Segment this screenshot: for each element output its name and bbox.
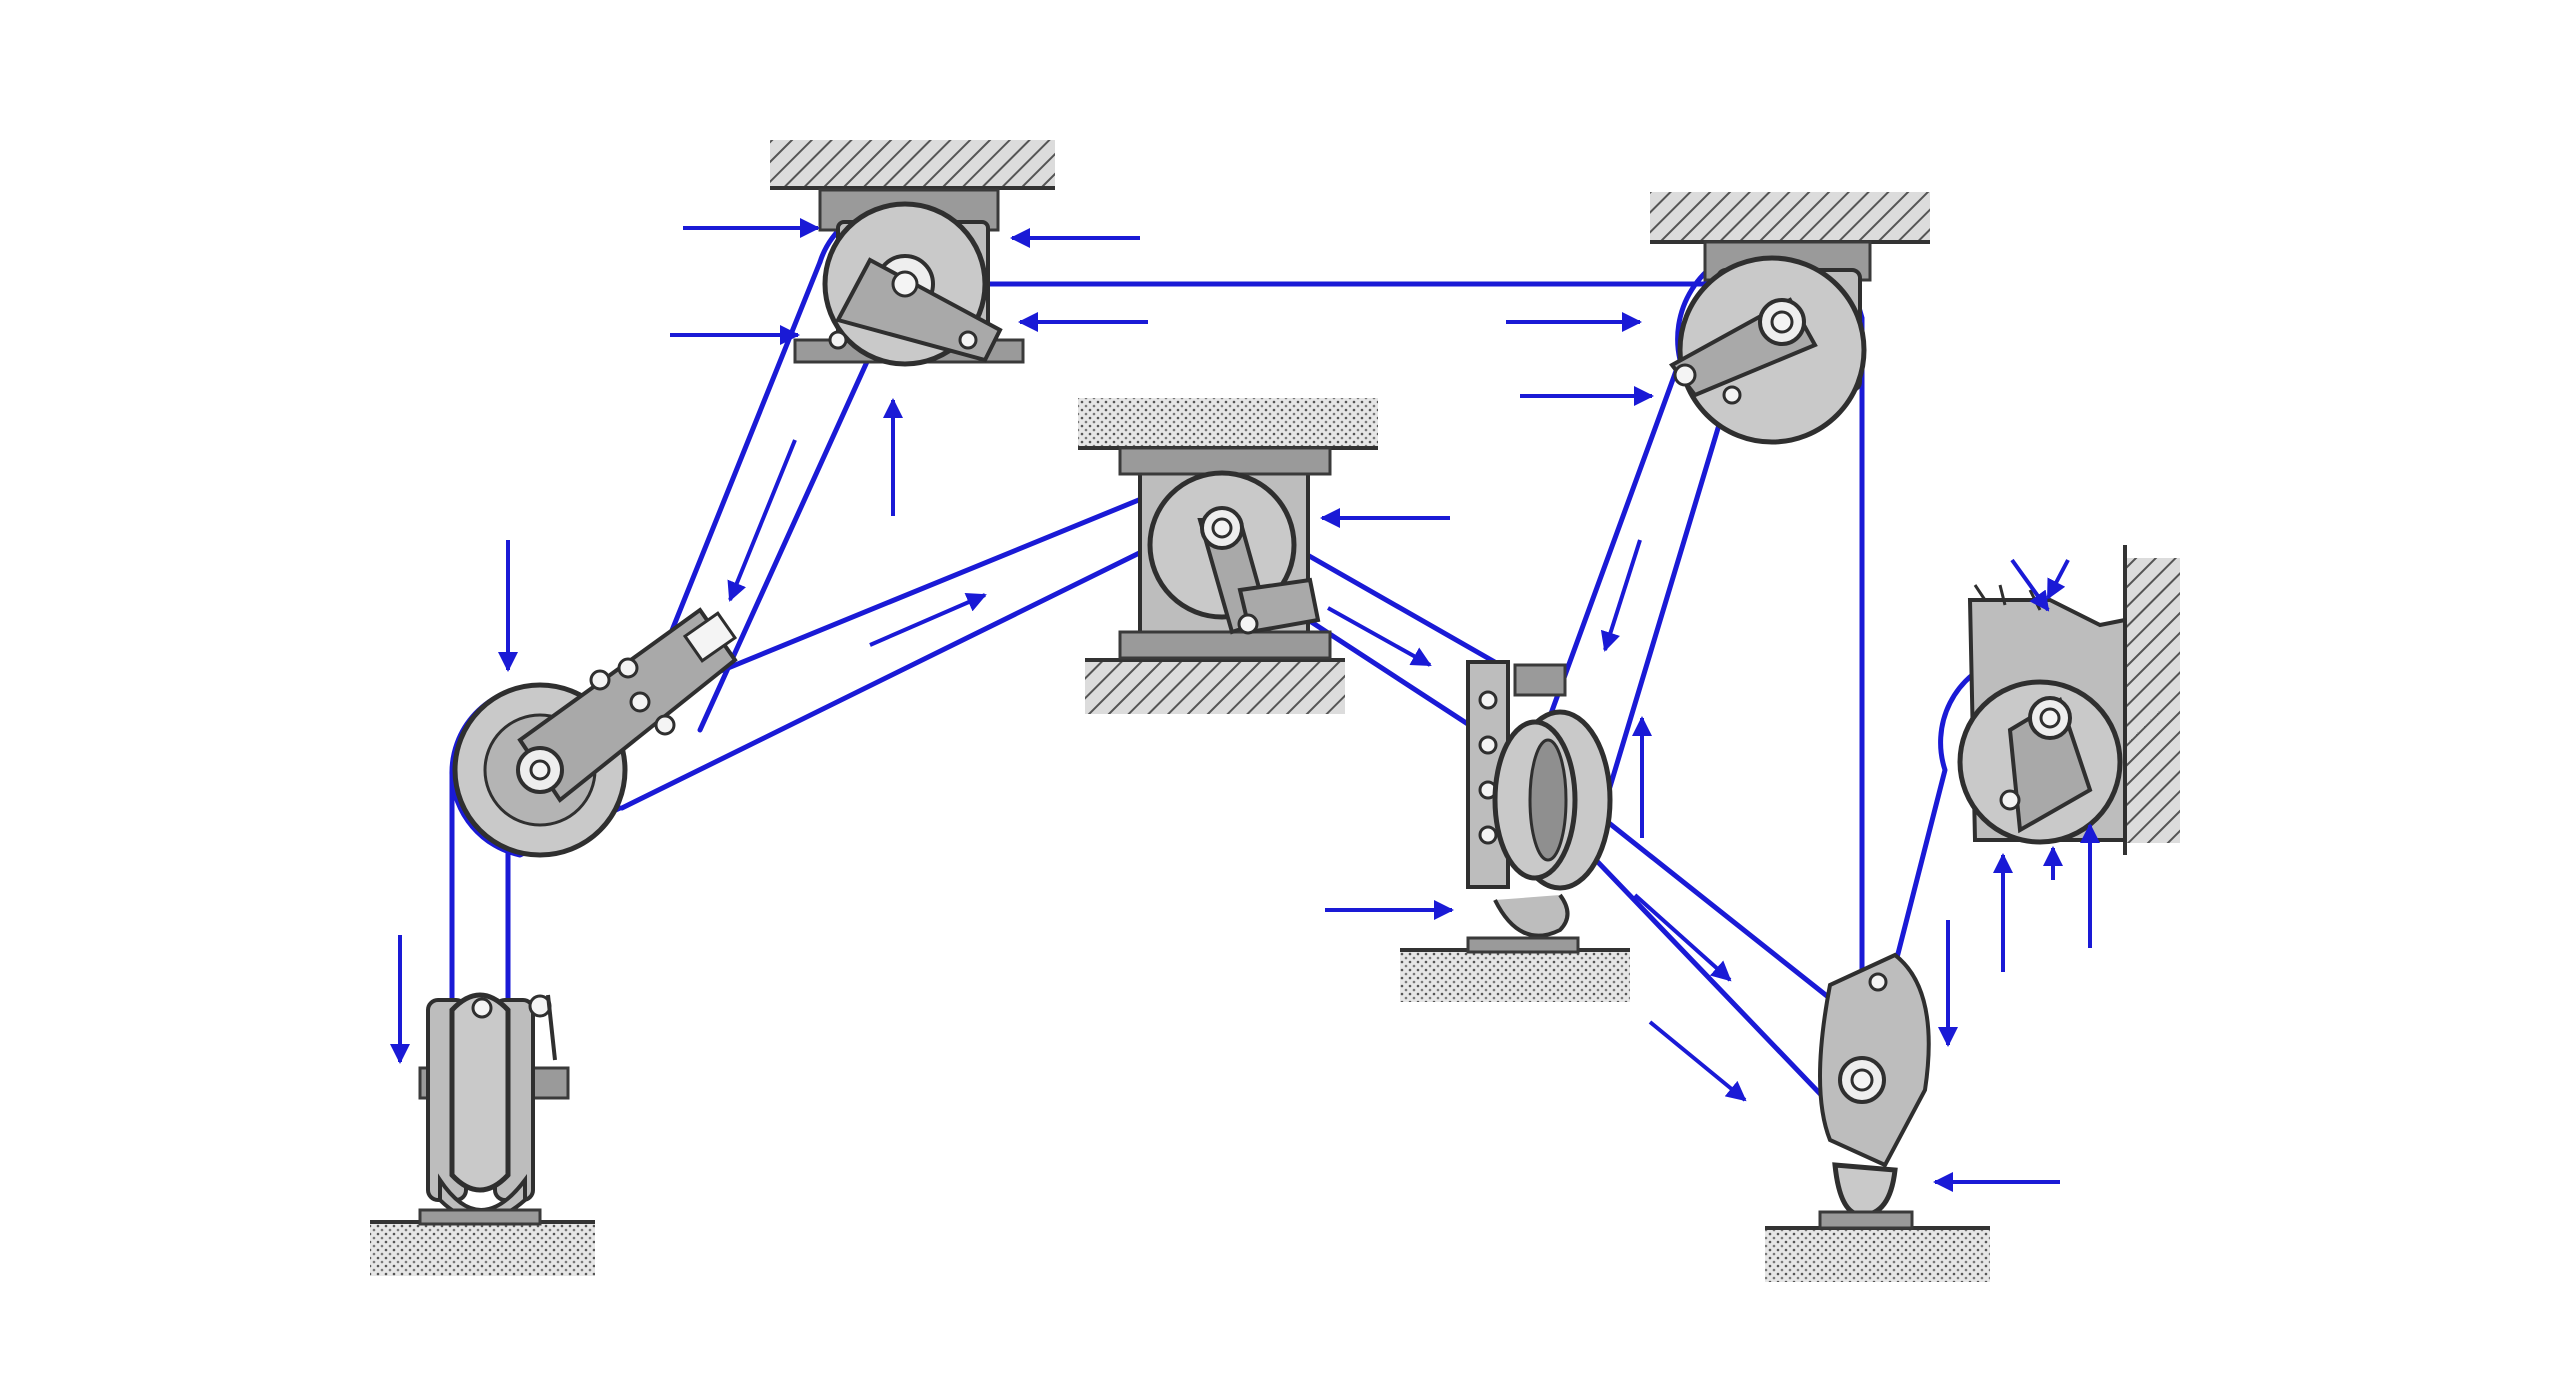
rope-segment (1597, 392, 1731, 823)
rope-segment (1577, 797, 1835, 1003)
floor-support-middle (1400, 948, 1630, 1002)
rope-segment (619, 525, 1193, 811)
floor-double-sheave-center (1466, 660, 1613, 954)
arrow-icon (1600, 539, 1642, 652)
floor-swivel-block-right (1818, 952, 1931, 1230)
ceiling-support-left (770, 140, 1055, 190)
wall-pulley-right (1957, 584, 2127, 845)
arrow-icon (2010, 558, 2050, 612)
rope-segment (659, 485, 1171, 698)
ceiling-support-right (1650, 192, 1930, 244)
floor-snatch-block-left (418, 992, 570, 1226)
arrow-icon (727, 439, 797, 602)
arrow-icon (1633, 893, 1732, 982)
ceiling-pulley-left (793, 188, 1025, 367)
ceiling-pulley-center (1118, 446, 1332, 660)
arrow-icon (1327, 606, 1432, 667)
arrow-icon (2046, 559, 2070, 600)
ceiling-pulley-right (1668, 240, 1872, 445)
floor-support-center (1085, 658, 1345, 714)
ceiling-support-center (1078, 398, 1378, 450)
force-arrows (390, 218, 2100, 1192)
floor-support-left (370, 1220, 595, 1276)
arrow-icon (1648, 1020, 1747, 1102)
wall-support-right (2123, 545, 2180, 855)
rope-segment (1542, 357, 1683, 733)
arrow-icon (869, 593, 987, 647)
idler-pulley-left (452, 607, 738, 858)
floor-support-right (1765, 1226, 1990, 1282)
